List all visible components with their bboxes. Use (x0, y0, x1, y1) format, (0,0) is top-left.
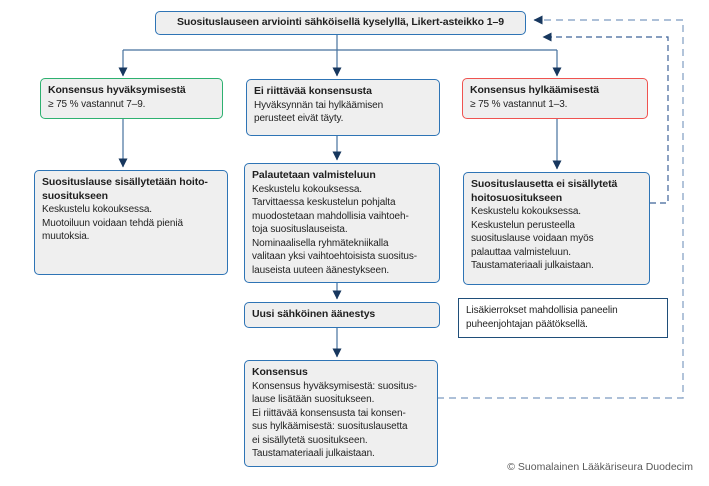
box-return-body: Keskustelu kokouksessa. Tarvittaessa kes… (252, 183, 417, 276)
box-likert-survey-label: Suosituslauseen arviointi sähköisellä ky… (176, 16, 505, 29)
box-include-title: Suosituslause sisällytetään hoito- suosi… (42, 176, 208, 202)
box-exclude-from-guideline: Suosituslausetta ei sisällytetä hoitosuo… (463, 172, 650, 285)
box-consensus-result: Konsensus Konsensus hyväksymisestä: suos… (244, 360, 438, 467)
box-include-in-guideline: Suosituslause sisällytetään hoito- suosi… (34, 170, 228, 275)
box-insufficient-consensus: Ei riittävää konsensusta Hyväksynnän tai… (246, 79, 440, 136)
box-new-electronic-vote: Uusi sähköinen äänestys (244, 302, 440, 328)
copyright-text: © Suomalainen Lääkäriseura Duodecim (507, 461, 693, 473)
box-consensus-accept-body: ≥ 75 % vastannut 7–9. (48, 98, 146, 110)
box-return-title: Palautetaan valmisteluun (252, 169, 376, 181)
box-exclude-body: Keskustelu kokouksessa. Keskustelun peru… (471, 206, 594, 271)
box-include-body: Keskustelu kokouksessa. Muotoiluun voida… (42, 204, 183, 242)
box-consensus-result-body: Konsensus hyväksymisestä: suositus- laus… (252, 380, 417, 460)
box-consensus-accept-title: Konsensus hyväksymisestä (48, 84, 186, 96)
box-consensus-result-title: Konsensus (252, 366, 308, 378)
box-insufficient-consensus-title: Ei riittävää konsensusta (254, 85, 372, 97)
box-exclude-title: Suosituslausetta ei sisällytetä hoitosuo… (471, 178, 618, 204)
box-consensus-reject-title: Konsensus hylkäämisestä (470, 84, 600, 96)
branch-line (123, 35, 557, 51)
box-likert-survey: Suosituslauseen arviointi sähköisellä ky… (155, 11, 526, 35)
box-consensus-reject: Konsensus hylkäämisestä ≥ 75 % vastannut… (462, 78, 648, 119)
box-consensus-accept: Konsensus hyväksymisestä ≥ 75 % vastannu… (40, 78, 223, 119)
box-extra-rounds-note: Lisäkierrokset mahdollisia paneelin puhe… (458, 298, 668, 338)
box-extra-rounds-note-body: Lisäkierrokset mahdollisia paneelin puhe… (466, 305, 618, 330)
box-new-electronic-vote-label: Uusi sähköinen äänestys (252, 308, 376, 321)
box-insufficient-consensus-body: Hyväksynnän tai hylkäämisen perusteet ei… (254, 99, 384, 125)
box-consensus-reject-body: ≥ 75 % vastannut 1–3. (470, 98, 568, 110)
box-return-to-preparation: Palautetaan valmisteluun Keskustelu koko… (244, 163, 440, 283)
